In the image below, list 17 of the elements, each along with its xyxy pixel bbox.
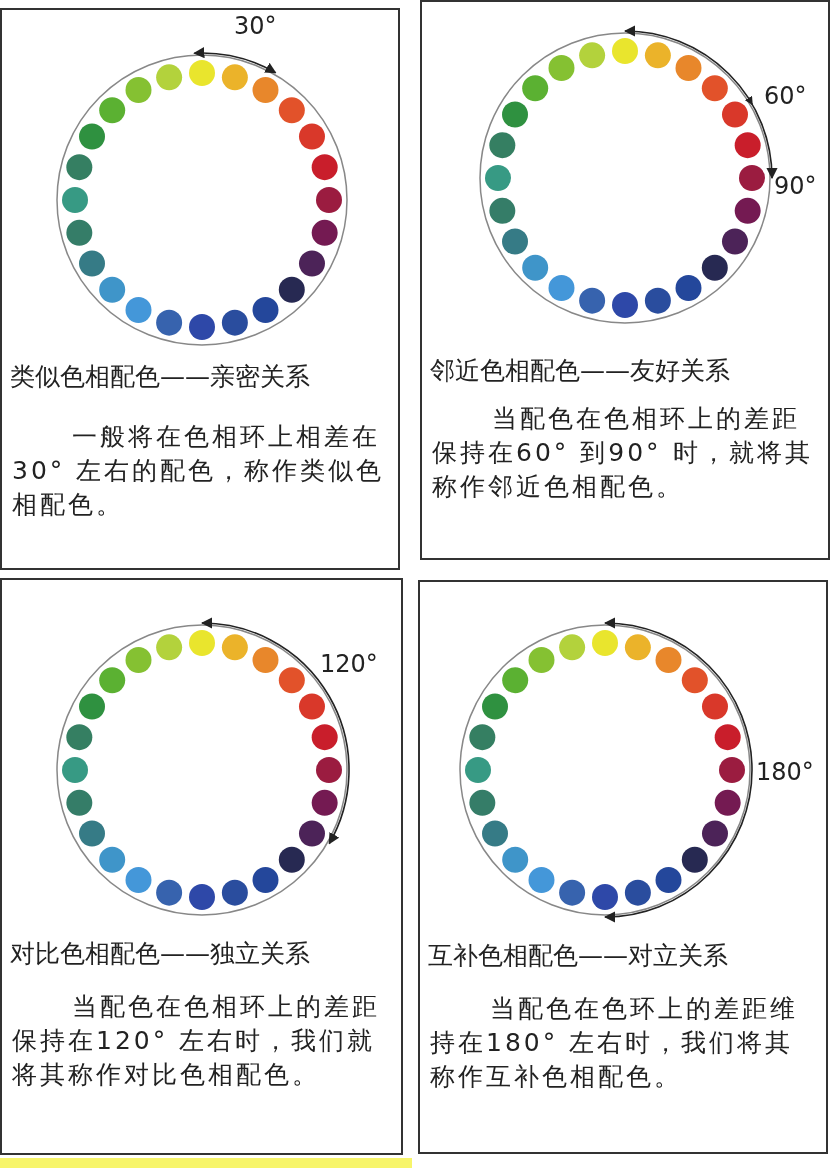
panel-heading: 对比色相配色——独立关系	[10, 938, 311, 970]
description-text: 一般将在色相环上相差在30° 左右的配色，称作类似色相配色。	[12, 421, 386, 521]
panel-card	[420, 0, 830, 560]
description-text: 当配色在色环上的差距维持在180° 左右时，我们将其称作互补色相配色。	[430, 993, 799, 1093]
panel-heading: 互补色相配色——对立关系	[428, 940, 729, 972]
angle-label: 120°	[320, 650, 378, 678]
panel-card	[418, 580, 828, 1154]
angle-label: 180°	[756, 758, 814, 786]
angle-label: 90°	[774, 172, 817, 200]
panel-card	[0, 578, 403, 1155]
description-text: 当配色在色相环上的差距保持在60° 到90° 时，就将其称作邻近色相配色。	[432, 403, 814, 503]
angle-label: 30°	[234, 12, 277, 40]
panel-heading: 邻近色相配色——友好关系	[430, 355, 731, 387]
angle-label: 60°	[764, 82, 807, 110]
panel-card	[0, 8, 400, 570]
description-text: 当配色在色相环上的差距保持在120° 左右时，我们就将其称作对比色相配色。	[12, 991, 381, 1091]
panel-heading: 类似色相配色——亲密关系	[10, 361, 311, 393]
